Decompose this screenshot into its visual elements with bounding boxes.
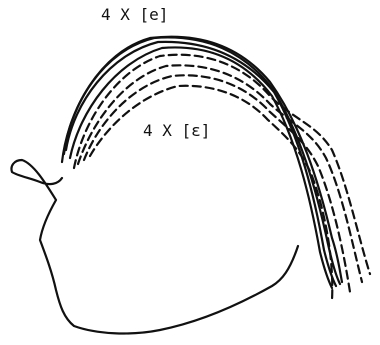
- dashed-contours: [74, 55, 370, 300]
- dashed-group-label: 4 X [ε]: [143, 121, 210, 140]
- solid-contour-3: [66, 42, 336, 286]
- solid-contours: [62, 37, 342, 288]
- vocal-tract-outline: [11, 160, 298, 333]
- solid-contour-4: [70, 47, 332, 288]
- dashed-contour-1: [74, 55, 370, 274]
- solid-group-label: 4 X [e]: [101, 5, 168, 24]
